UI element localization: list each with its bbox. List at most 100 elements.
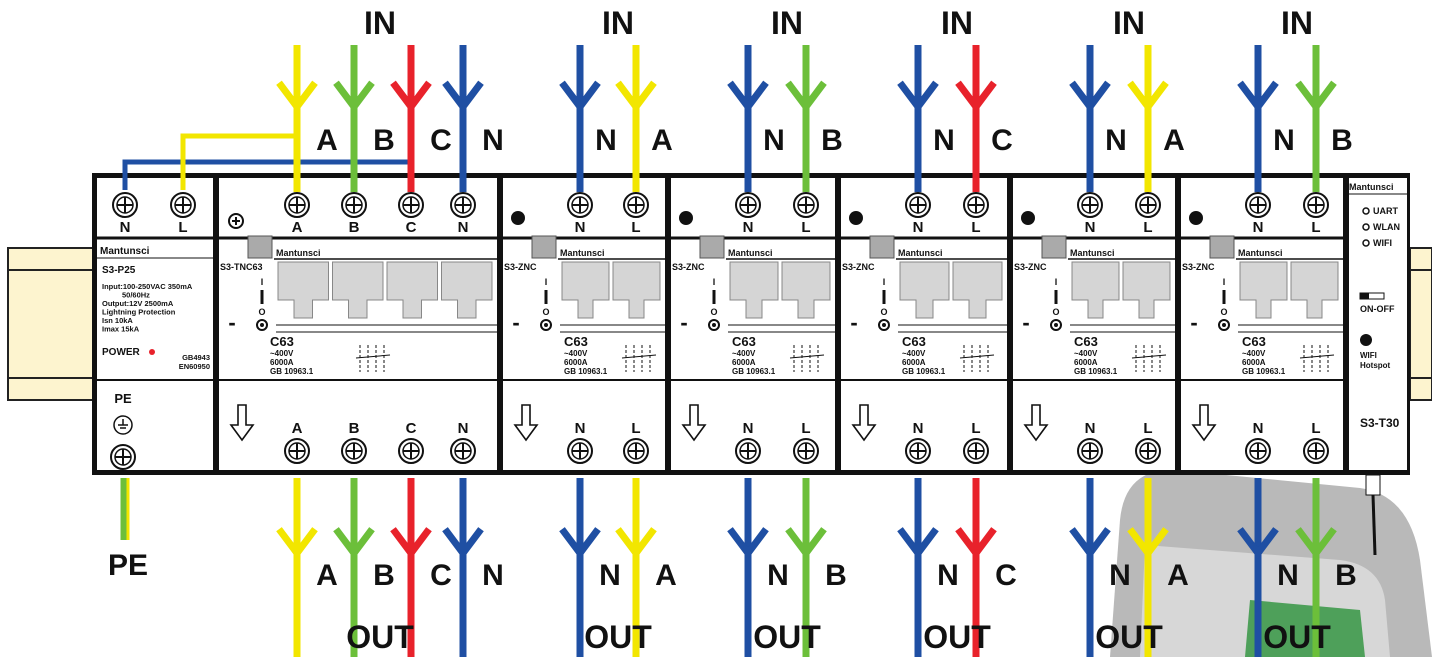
out-terminal-label: L xyxy=(971,420,980,437)
output-wire-b xyxy=(1295,478,1337,657)
output-arrow-icon xyxy=(1023,404,1049,442)
toggle-on-label: I xyxy=(713,277,716,287)
out-terminal-label: B xyxy=(349,420,360,437)
out-header: OUT xyxy=(1263,619,1331,655)
wire-arrowhead xyxy=(333,80,375,113)
output-phase-label: B xyxy=(1335,559,1357,592)
pole-lever xyxy=(781,261,831,319)
toggle-off-label: O xyxy=(880,307,887,317)
pole-lever xyxy=(561,261,610,319)
input-phase-label: N xyxy=(933,124,955,157)
toggle-knob-center xyxy=(712,323,716,327)
in-terminal-label: L xyxy=(1143,219,1152,236)
status-dot xyxy=(1189,211,1203,225)
output-arrow-icon xyxy=(513,404,539,442)
spec-line: Input:100-250VAC 350mA xyxy=(102,282,193,291)
power-label: POWER xyxy=(102,347,141,358)
indicator-led xyxy=(1362,223,1370,231)
wire-arrowhead xyxy=(897,527,939,560)
out-terminal-label: L xyxy=(1311,420,1320,437)
input-wire-n xyxy=(1069,45,1111,192)
standard-label: GB 10963.1 xyxy=(1074,367,1118,376)
breaker-symbol xyxy=(1131,354,1167,359)
toggle-knob-center xyxy=(544,323,548,327)
handle-grip xyxy=(531,235,557,259)
wire-arrowhead xyxy=(1295,527,1337,560)
pole-lever xyxy=(277,261,329,319)
output-phase-label: A xyxy=(655,559,677,592)
in-header: IN xyxy=(364,5,396,41)
in-header: IN xyxy=(1281,5,1313,41)
breaker-module-1: AABBCCNNS3-TNC63MantunsciIO-C63~400V6000… xyxy=(217,176,499,472)
rating-label: C63 xyxy=(902,334,926,349)
wire-arrowhead xyxy=(1237,527,1279,560)
output-phase-label: A xyxy=(316,559,338,592)
output-wire-n xyxy=(442,478,484,657)
in-terminal-label: L xyxy=(801,219,810,236)
out-terminal-label: N xyxy=(913,420,924,437)
voltage-label: ~400V xyxy=(902,349,926,358)
output-phase-label: A xyxy=(1167,559,1189,592)
wire-arrowhead xyxy=(727,527,769,560)
wire-arrowhead xyxy=(785,80,827,113)
out-header: OUT xyxy=(1095,619,1163,655)
spec-line: Lightning Protection xyxy=(102,308,176,317)
wire-arrowhead xyxy=(442,80,484,113)
toggle-knob-center xyxy=(1222,323,1226,327)
input-phase-label: C xyxy=(991,124,1013,157)
output-wire-b xyxy=(785,478,827,657)
breaker-symbol xyxy=(789,354,825,359)
wire-arrowhead xyxy=(442,527,484,560)
voltage-label: ~400V xyxy=(564,349,588,358)
spec-line: Isn 10kA xyxy=(102,316,133,325)
terminal-label-l: L xyxy=(178,219,187,236)
indicator-led xyxy=(1362,239,1370,247)
output-phase-label: N xyxy=(482,559,504,592)
out-header: OUT xyxy=(923,619,991,655)
input-phase-label: B xyxy=(1331,124,1353,157)
breaking-capacity: 6000A xyxy=(564,358,588,367)
minus-symbol: - xyxy=(1190,310,1197,335)
status-dot xyxy=(679,211,693,225)
pe-output-label: PE xyxy=(108,549,148,582)
pole-lever xyxy=(332,261,384,319)
gateway-face xyxy=(1347,176,1409,472)
antenna-cable xyxy=(1371,494,1377,556)
handle-grip xyxy=(1041,235,1067,259)
power-switch-knob xyxy=(1360,293,1369,299)
brand-label: Mantunsci xyxy=(100,246,150,257)
in-terminal-label: N xyxy=(575,219,586,236)
output-wire-b xyxy=(333,478,375,657)
in-terminal-label: N xyxy=(458,219,469,236)
out-terminal-label: N xyxy=(575,420,586,437)
out-terminal-label: L xyxy=(631,420,640,437)
output-arrow-icon xyxy=(681,404,707,442)
toggle-on-label: I xyxy=(1055,277,1058,287)
pe-terminal-label: PE xyxy=(114,391,132,406)
din-rail-left xyxy=(7,247,95,401)
output-phase-label: B xyxy=(825,559,847,592)
input-wire-a xyxy=(1127,45,1169,192)
pole-lever xyxy=(612,261,661,319)
breaker-model: S3-ZNC xyxy=(504,262,537,272)
wire-arrowhead xyxy=(1069,527,1111,560)
standard-label: EN60950 xyxy=(179,362,210,371)
input-phase-label: N xyxy=(595,124,617,157)
in-header: IN xyxy=(1113,5,1145,41)
toggle-off-label: O xyxy=(542,307,549,317)
wire-arrowhead xyxy=(615,527,657,560)
pole-lever xyxy=(952,261,1003,319)
minus-symbol: - xyxy=(1022,310,1029,335)
standard-label: GB4943 xyxy=(182,353,210,362)
indicator-led xyxy=(1362,207,1370,215)
spec-line: Output:12V 2500mA xyxy=(102,299,174,308)
indicator-label: WIFI xyxy=(1373,238,1392,248)
breaker-symbol xyxy=(959,354,995,359)
toggle-off-label: O xyxy=(258,307,265,317)
out-terminal-label: L xyxy=(1143,420,1152,437)
output-wire-a xyxy=(1127,478,1169,657)
hotspot-button xyxy=(1360,334,1372,346)
output-wire-n xyxy=(559,478,601,657)
